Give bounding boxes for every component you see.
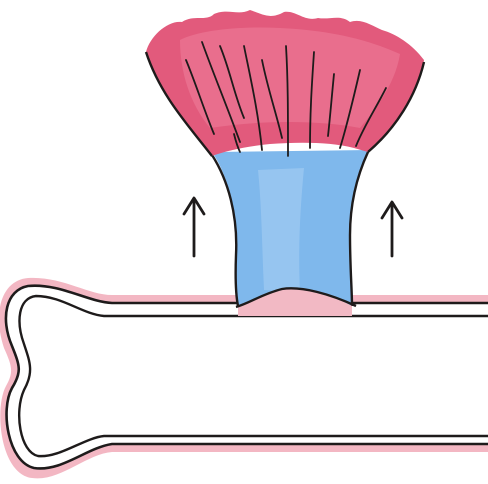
arrow-right [382, 202, 402, 256]
stalk [212, 150, 370, 306]
arrow-left [184, 198, 204, 256]
fan-shading [180, 28, 400, 129]
arrow-up-icon [184, 198, 204, 256]
tube-inner-outline [19, 296, 488, 456]
fan [146, 10, 424, 156]
stalk-highlight [258, 168, 304, 292]
arrow-up-icon [382, 202, 402, 256]
